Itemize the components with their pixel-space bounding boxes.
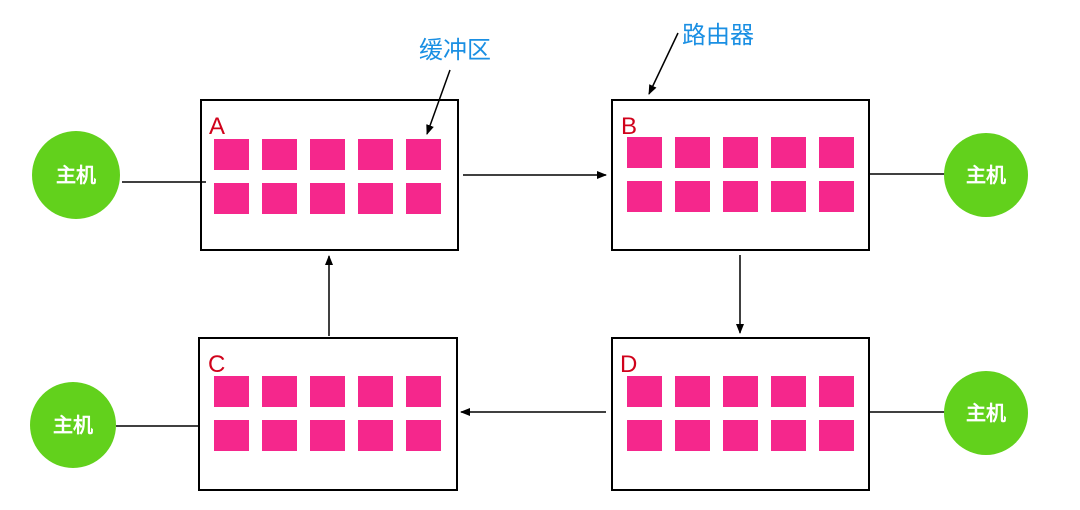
router-c-buffer: [214, 376, 441, 451]
router-d-box: [611, 337, 870, 491]
buffer-slot: [627, 181, 662, 212]
buffer-slot: [214, 183, 249, 214]
buffer-slot: [771, 181, 806, 212]
buffer-slot: [819, 376, 854, 407]
buffer-slot: [358, 183, 393, 214]
buffer-slot: [358, 139, 393, 170]
buffer-slot: [406, 139, 441, 170]
router-a-buffer: [214, 139, 441, 214]
buffer-slot: [262, 183, 297, 214]
buffer-slot: [262, 376, 297, 407]
buffer-slot: [819, 137, 854, 168]
host-c-label: 主机: [53, 413, 93, 437]
buffer-slot: [262, 139, 297, 170]
buffer-slot: [627, 420, 662, 451]
buffer-slot: [310, 420, 345, 451]
buffer-slot: [358, 376, 393, 407]
host-c-circle: [30, 382, 116, 468]
buffer-slot: [627, 376, 662, 407]
buffer-slot: [358, 420, 393, 451]
buffer-slot: [214, 376, 249, 407]
buffer-slot: [675, 376, 710, 407]
buffer-slot: [819, 420, 854, 451]
buffer-slot: [406, 376, 441, 407]
host-a-circle: [32, 131, 120, 219]
host-a-label: 主机: [56, 163, 96, 187]
buffer-slot: [406, 420, 441, 451]
buffer-slot: [214, 139, 249, 170]
buffer-slot: [675, 420, 710, 451]
buffer-slot: [723, 420, 758, 451]
router-annotation-arrow: [648, 32, 679, 95]
router-d: D: [611, 337, 870, 491]
buffer-slot: [771, 376, 806, 407]
buffer-slot: [310, 139, 345, 170]
buffer-slot: [723, 137, 758, 168]
buffer-slot: [771, 137, 806, 168]
host-b-circle: [944, 133, 1028, 217]
buffer-slot: [214, 420, 249, 451]
buffer-slot: [723, 376, 758, 407]
buffer-slot: [675, 181, 710, 212]
router-d-buffer: [627, 376, 854, 451]
router-c: C: [198, 337, 458, 491]
buffer-slot: [310, 376, 345, 407]
router-b-buffer: [627, 137, 854, 212]
buffer-slot: [675, 137, 710, 168]
router-b-box: [611, 99, 870, 251]
router-c-label: C: [208, 351, 225, 378]
router-a: A: [200, 99, 459, 251]
buffer-slot: [310, 183, 345, 214]
buffer-annotation-label: 缓冲区: [419, 36, 491, 64]
router-a-box: [200, 99, 459, 251]
buffer-annotation-arrow: [426, 69, 451, 135]
buffer-slot: [627, 137, 662, 168]
router-c-box: [198, 337, 458, 491]
host-d-label: 主机: [966, 401, 1006, 425]
router-b-label: B: [621, 113, 637, 140]
host-a: 主机: [32, 131, 120, 219]
host-d: 主机: [944, 371, 1028, 455]
router-b: B: [611, 99, 870, 251]
buffer-slot: [819, 181, 854, 212]
host-b: 主机: [944, 133, 1028, 217]
host-c: 主机: [30, 382, 116, 468]
buffer-slot: [262, 420, 297, 451]
host-d-circle: [944, 371, 1028, 455]
buffer-slot: [771, 420, 806, 451]
router-annotation-label: 路由器: [682, 21, 754, 49]
buffer-slot: [723, 181, 758, 212]
buffer-slot: [406, 183, 441, 214]
router-a-label: A: [209, 113, 225, 140]
router-d-label: D: [620, 351, 637, 378]
host-b-label: 主机: [966, 163, 1006, 187]
